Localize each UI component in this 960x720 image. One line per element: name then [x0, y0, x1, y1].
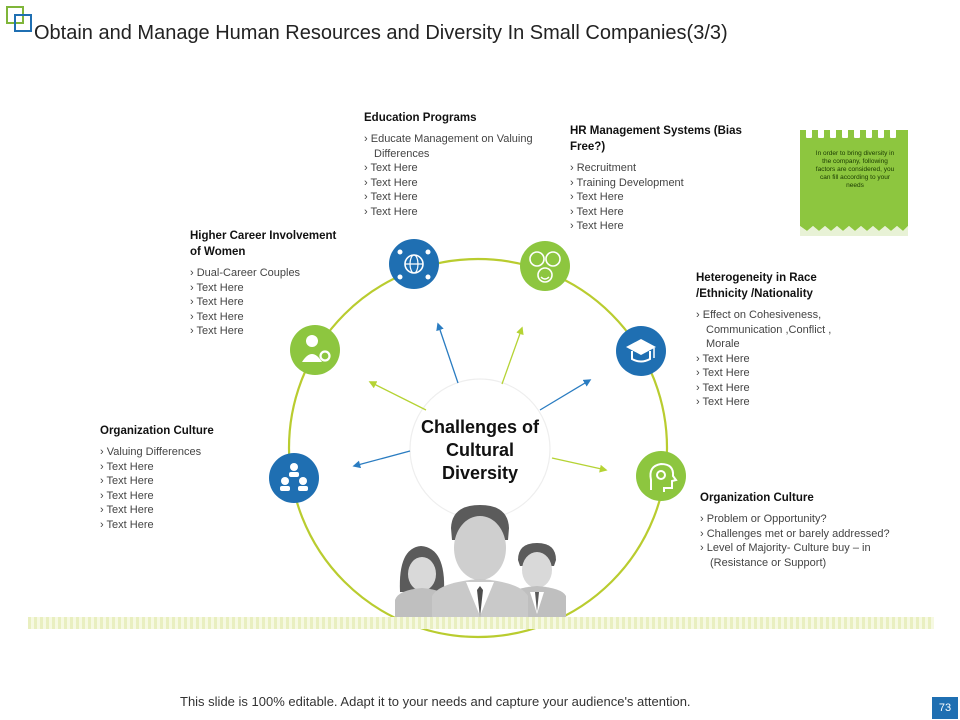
- arrow-education: [436, 322, 459, 384]
- list-item: Text Here: [190, 295, 350, 310]
- logo-square-blue: [14, 14, 32, 32]
- list-item: Text Here: [570, 190, 750, 205]
- section-hr: HR Management Systems (Bias Free?) Recru…: [570, 123, 750, 234]
- arrow-career: [368, 381, 427, 411]
- faces-icon: [520, 241, 570, 291]
- section-heading: Organization Culture: [700, 492, 814, 504]
- list-item: Dual-Career Couples: [190, 266, 350, 281]
- section-hetero: Heterogeneity in Race /Ethnicity /Nation…: [696, 270, 866, 410]
- list-item: Training Development: [570, 176, 750, 191]
- note-paper: [800, 128, 908, 236]
- head-gear-icon: [636, 451, 686, 501]
- center-label: Challenges of Cultural Diversity: [420, 417, 540, 483]
- section-heading: Organization Culture: [100, 425, 214, 437]
- section-heading: Heterogeneity in Race /Ethnicity /Nation…: [696, 272, 817, 300]
- section-heading: HR Management Systems (Bias Free?): [570, 125, 742, 153]
- page-number: 73: [932, 697, 958, 719]
- list-item: Text Here: [570, 219, 750, 234]
- graduation-cap-icon: [616, 326, 666, 376]
- arrow-org-left: [352, 450, 411, 469]
- section-heading: Higher Career Involvement of Women: [190, 230, 337, 258]
- arrow-org-right: [551, 457, 608, 473]
- section-org-left: Organization Culture Valuing Differences…: [100, 423, 250, 532]
- section-heading: Education Programs: [364, 112, 477, 124]
- list-item: Challenges met or barely addressed?: [700, 527, 890, 542]
- list-item: Text Here: [696, 352, 866, 367]
- note-text: In order to bring diversity in the compa…: [815, 150, 895, 189]
- list-item: Text Here: [190, 310, 350, 325]
- list-item: Text Here: [364, 161, 534, 176]
- list-item: Level of Majority- Culture buy – in (Res…: [700, 541, 890, 570]
- list-item: Text Here: [100, 489, 250, 504]
- section-org-right: Organization Culture Problem or Opportun…: [700, 490, 890, 570]
- list-item: Text Here: [364, 190, 534, 205]
- list-item: Text Here: [364, 176, 534, 191]
- list-item: Educate Management on Valuing Difference…: [364, 132, 534, 161]
- ground-strip: [28, 617, 934, 629]
- list-item: Text Here: [190, 281, 350, 296]
- list-item: Text Here: [696, 395, 866, 410]
- list-item: Recruitment: [570, 161, 750, 176]
- footer-note: This slide is 100% editable. Adapt it to…: [180, 694, 691, 709]
- people-illustration: [395, 505, 566, 617]
- list-item: Text Here: [100, 518, 250, 533]
- globe-people-icon: [389, 239, 439, 289]
- list-item: Text Here: [100, 474, 250, 489]
- list-item: Text Here: [100, 460, 250, 475]
- list-item: Text Here: [696, 381, 866, 396]
- page-title: Obtain and Manage Human Resources and Di…: [34, 22, 728, 44]
- list-item: Text Here: [570, 205, 750, 220]
- section-career: Higher Career Involvement of Women Dual-…: [190, 228, 350, 339]
- list-item: Text Here: [100, 503, 250, 518]
- section-education: Education Programs Educate Management on…: [364, 110, 534, 219]
- list-item: Effect on Cohesiveness, Communication ,C…: [696, 308, 866, 352]
- arrow-hr: [501, 326, 524, 385]
- list-item: Text Here: [364, 205, 534, 220]
- arrow-hetero: [539, 379, 592, 411]
- outer-ring: [287, 257, 669, 639]
- list-item: Text Here: [696, 366, 866, 381]
- list-item: Valuing Differences: [100, 445, 250, 460]
- list-item: Text Here: [190, 324, 350, 339]
- list-item: Problem or Opportunity?: [700, 512, 890, 527]
- team-icon: [269, 453, 319, 503]
